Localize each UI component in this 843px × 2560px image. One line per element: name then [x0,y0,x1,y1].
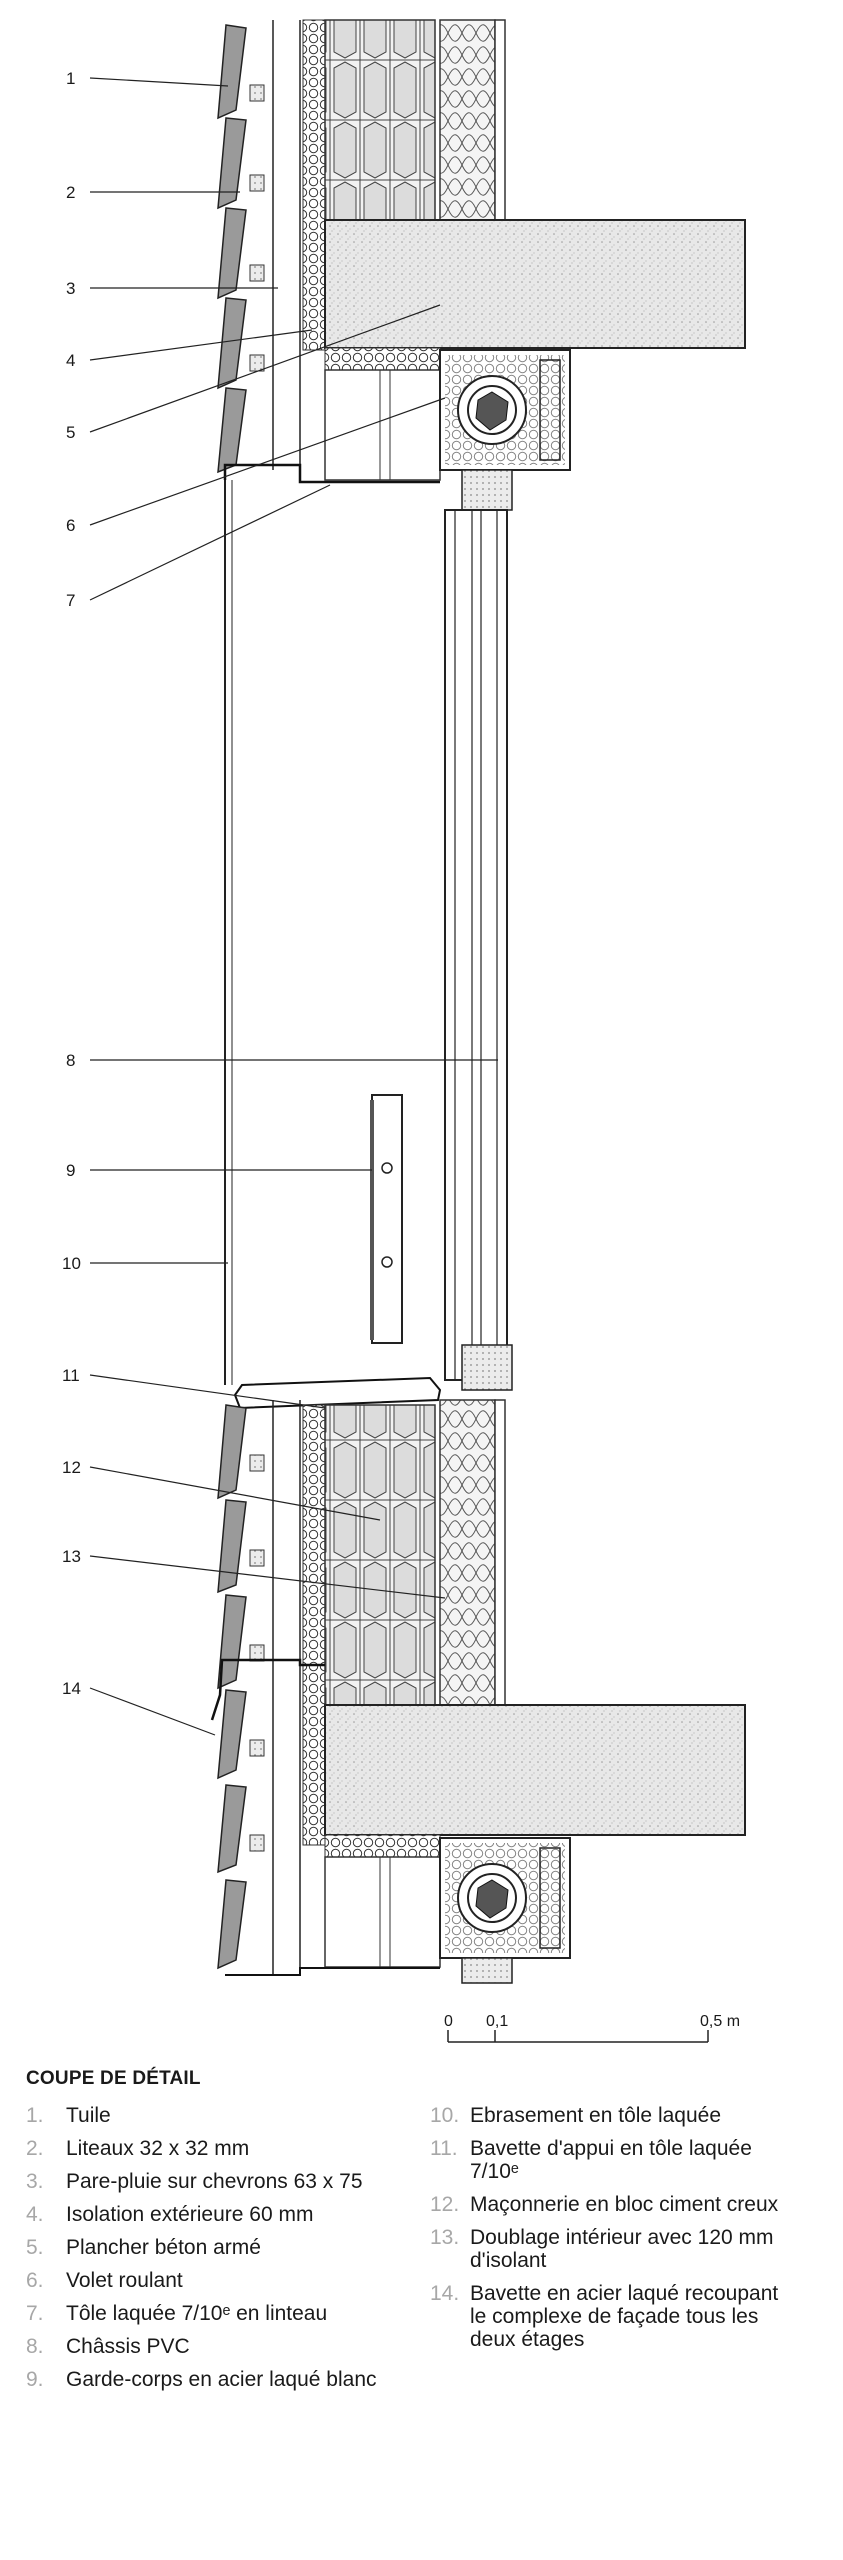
legend-item-number: 8. [26,2335,44,2358]
tile-cladding-upper [217,24,247,474]
legend-item-text: Châssis PVC [66,2335,190,2358]
legend-item-text: Plancher béton armé [66,2236,261,2259]
battens-lower [249,1454,265,1852]
scale-label-0: 0 [444,2013,453,2030]
callout-6: 6 [66,516,75,535]
roller-shutter-lower [439,1837,571,1959]
callout-5: 5 [66,423,75,442]
callout-12: 12 [62,1458,81,1477]
facade-flashing [210,1658,325,1721]
callout-1: 1 [66,69,75,88]
legend-item-text: Pare-pluie sur chevrons 63 x 75 [66,2170,363,2193]
scale-bar: 0 0,1 0,5 m [444,2013,740,2043]
callout-10: 10 [62,1254,81,1273]
legend-column-left: 1. Tuile 2. Liteaux 32 x 32 mm 3. Pare-plui… [26,2104,426,2401]
legend-title: COUPE DE DÉTAIL [26,2068,201,2089]
legend-item: 2. Liteaux 32 x 32 mm [26,2137,426,2160]
legend-item-number: 12. [430,2193,460,2216]
legend-item-number: 1. [26,2104,44,2127]
legend-item-text: Doublage intérieur avec 120 mm d'isolant [470,2226,774,2272]
legend-item-text: Tuile [66,2104,111,2127]
legend-item: 10. Ebrasement en tôle laquée [430,2104,800,2127]
concrete-slab-upper [324,219,746,349]
legend-item: 14. Bavette en acier laqué recoupant le c… [430,2282,800,2351]
block-masonry-lower [324,1404,436,1706]
legend-item: 8. Châssis PVC [26,2335,426,2358]
legend-item: 5. Plancher béton armé [26,2236,426,2259]
exterior-insulation-upper [302,19,326,351]
lintel-sheet [223,463,440,484]
legend-item-text: Bavette d'appui en tôle laquée 7/10ᵉ [470,2137,752,2183]
legend-item-text: Isolation extérieure 60 mm [66,2203,314,2226]
legend-item-number: 9. [26,2368,44,2391]
interior-insulation-lower [439,1399,496,1706]
scale-label-01: 0,1 [486,2013,508,2030]
legend-item-number: 10. [430,2104,460,2127]
pvc-window-frame [444,509,508,1381]
callout-11: 11 [62,1366,80,1385]
upper-facade [217,19,746,511]
window-sill-flashing [233,1376,442,1410]
legend-item-number: 6. [26,2269,44,2292]
legend-item-number: 2. [26,2137,44,2160]
legend-item: 12. Maçonnerie en bloc ciment creux [430,2193,800,2216]
tile-cladding-lower [217,1404,247,1970]
legend-item-text: Tôle laquée 7/10ᵉ en linteau [66,2302,328,2325]
block-masonry-upper [324,19,436,221]
concrete-slab-lower [324,1704,746,1836]
interior-insulation-upper [439,19,496,221]
callout-numbers: 1 2 3 4 5 6 7 8 9 10 11 12 13 14 [62,69,81,1698]
exterior-insulation-lower [302,1404,326,1846]
legend-item-text: Garde-corps en acier laqué blanc [66,2368,377,2391]
legend-item-number: 13. [430,2226,460,2249]
lower-facade [210,1399,746,1984]
battens-upper [249,84,265,372]
legend-item-number: 3. [26,2170,44,2193]
legend: COUPE DE DÉTAIL 1. Tuile 2. Liteaux 32 x 3… [26,2068,826,2401]
window-opening [224,480,513,1410]
legend-item: 7. Tôle laquée 7/10ᵉ en linteau [26,2302,426,2325]
legend-item-text: Maçonnerie en bloc ciment creux [470,2193,779,2216]
legend-item-number: 14. [430,2282,460,2305]
legend-item-number: 7. [26,2302,44,2325]
callout-14: 14 [62,1679,81,1698]
legend-item: 1. Tuile [26,2104,426,2127]
section-drawing: 1 2 3 4 5 6 7 8 9 10 11 12 13 14 0 0,1 0… [62,19,746,2043]
legend-item-text: Liteaux 32 x 32 mm [66,2137,250,2160]
legend-item: 3. Pare-pluie sur chevrons 63 x 75 [26,2170,426,2193]
legend-column-right: 10. Ebrasement en tôle laquée 11. Bavette … [430,2104,800,2401]
legend-item-text: Bavette en acier laqué recoupant le comp… [470,2282,779,2351]
legend-item-number: 4. [26,2203,44,2226]
legend-item: 13. Doublage intérieur avec 120 mm d'isol… [430,2226,800,2272]
roller-shutter-upper [439,349,571,471]
steel-railing [370,1094,403,1344]
legend-item-number: 5. [26,2236,44,2259]
legend-item-text: Volet roulant [66,2269,183,2292]
legend-item: 11. Bavette d'appui en tôle laquée 7/10ᵉ [430,2137,800,2183]
callout-7: 7 [66,591,75,610]
callout-9: 9 [66,1161,75,1180]
legend-item-number: 11. [430,2137,458,2160]
legend-item: 6. Volet roulant [26,2269,426,2292]
scale-label-05: 0,5 m [700,2013,740,2030]
callout-3: 3 [66,279,75,298]
callout-2: 2 [66,183,75,202]
leader-lines [89,77,498,1736]
callout-13: 13 [62,1547,81,1566]
legend-item: 9. Garde-corps en acier laqué blanc [26,2368,426,2391]
callout-4: 4 [66,351,75,370]
legend-item-text: Ebrasement en tôle laquée [470,2104,722,2127]
legend-item: 4. Isolation extérieure 60 mm [26,2203,426,2226]
callout-8: 8 [66,1051,75,1070]
